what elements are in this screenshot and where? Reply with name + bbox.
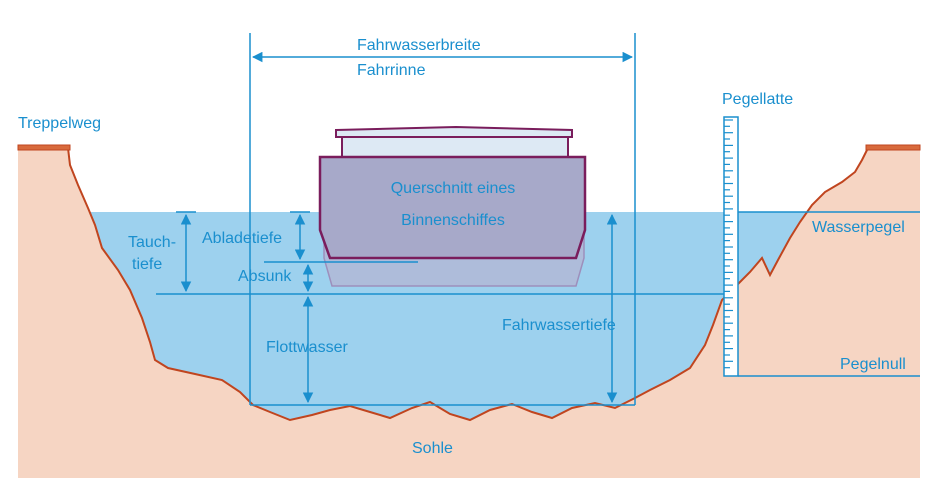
fairway-width-label: Fahrwasserbreite: [357, 37, 481, 54]
ship-cabin: [341, 136, 569, 158]
bank-outline: [67, 147, 869, 422]
water-level-label: Wasserpegel: [812, 219, 905, 236]
draught-label-line1: Tauch-: [128, 234, 176, 251]
gauge-staff-label: Pegellatte: [722, 91, 793, 108]
draught-label-line2: tiefe: [132, 256, 162, 273]
towpath-label: Treppelweg: [18, 115, 101, 132]
gauge-staff: [723, 116, 739, 377]
towpath-right-surface: [865, 144, 921, 151]
bed-label: Sohle: [412, 440, 453, 457]
ship-cabin-roof: [335, 125, 573, 138]
gauge-zero-label: Pegelnull: [840, 356, 906, 373]
towpath-left-surface: [17, 144, 71, 151]
fairway-depth-label: Fahrwassertiefe: [502, 317, 616, 334]
water-body: [90, 212, 808, 420]
squat-label: Absunk: [238, 268, 292, 285]
ship-label-line1: Querschnitt eines: [391, 180, 516, 197]
underkeel-clearance-label: Flottwasser: [266, 339, 348, 356]
loading-draught-label: Abladetiefe: [202, 230, 282, 247]
ship-hull: [318, 155, 587, 260]
ship-label-line2: Binnenschiffes: [401, 212, 505, 229]
channel-label: Fahrrinne: [357, 62, 426, 79]
